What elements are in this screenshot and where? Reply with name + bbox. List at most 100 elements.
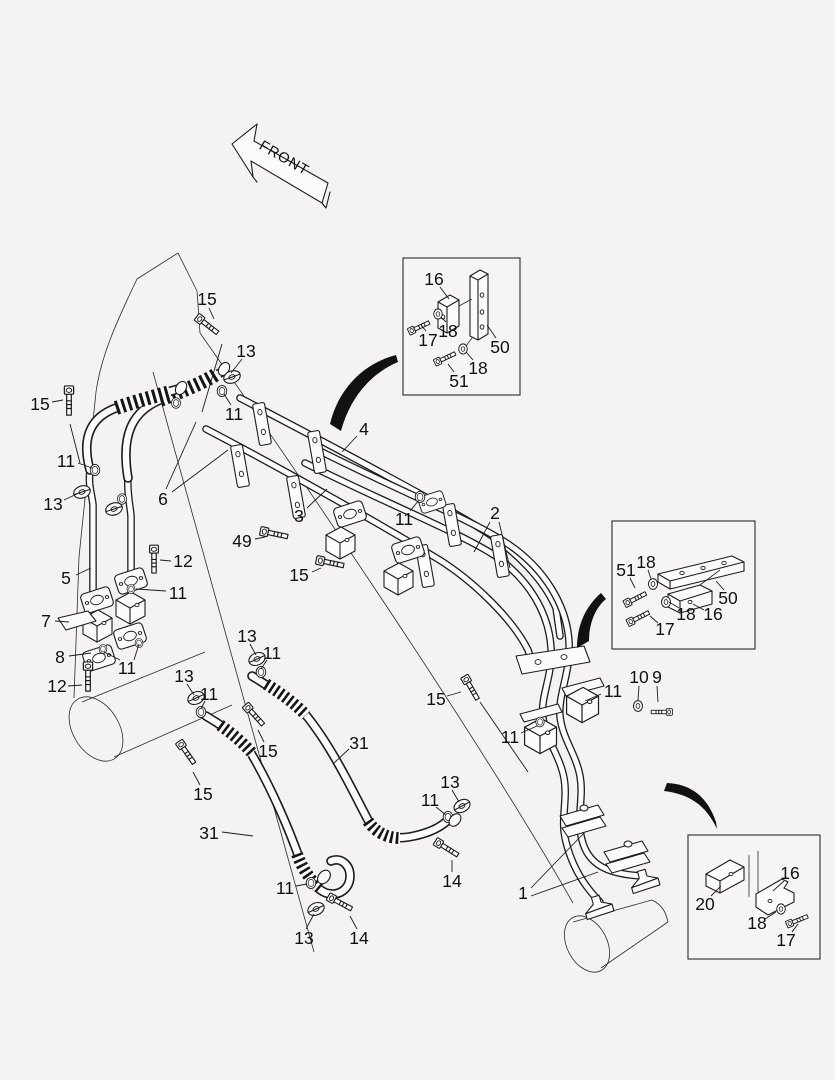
- leader-line: [440, 316, 447, 323]
- callout-11: 11: [169, 583, 187, 603]
- leader-line: [135, 588, 167, 592]
- leader-line: [305, 913, 315, 930]
- leader-line: [208, 307, 215, 320]
- callout-51: 51: [449, 371, 468, 391]
- callout-16: 16: [780, 863, 799, 883]
- callout-5: 5: [61, 568, 71, 588]
- callout-15: 15: [193, 784, 212, 804]
- callout-13: 13: [440, 772, 459, 792]
- leader-line: [629, 577, 636, 589]
- callout-11: 11: [604, 681, 622, 701]
- leader-line: [473, 521, 491, 553]
- leader-line: [133, 643, 140, 661]
- leader-line: [68, 652, 92, 657]
- leader-line: [249, 643, 257, 656]
- callout-11: 11: [276, 878, 294, 898]
- callout-11: 11: [263, 643, 281, 663]
- callout-15: 15: [426, 689, 445, 709]
- leader-line: [584, 693, 602, 702]
- leader-line: [159, 559, 172, 562]
- callout-11: 11: [118, 658, 136, 678]
- leader-line: [349, 915, 358, 930]
- callout-51: 51: [616, 560, 635, 580]
- leader-line: [311, 567, 322, 573]
- callout-11: 11: [501, 727, 519, 747]
- leader-line: [257, 729, 265, 743]
- leader-line: [465, 351, 474, 361]
- leader-line: [306, 488, 328, 509]
- leader-line: [420, 324, 427, 332]
- leader-line: [223, 393, 232, 406]
- callout-17: 17: [655, 619, 674, 639]
- callout-3: 3: [294, 506, 304, 526]
- callout-12: 12: [173, 551, 192, 571]
- callout-20: 20: [695, 894, 715, 914]
- callout-15: 15: [289, 565, 308, 585]
- callout-50: 50: [490, 337, 510, 357]
- leader-line: [254, 536, 266, 540]
- callout-6: 6: [158, 489, 168, 509]
- leader-line: [200, 700, 206, 710]
- curved-arrow-icon: [664, 783, 717, 829]
- curved-arrow-icon: [330, 355, 398, 431]
- curved-arrows: [330, 355, 717, 829]
- callout-8: 8: [55, 647, 65, 667]
- leader-line: [103, 651, 121, 661]
- leader-line: [54, 620, 70, 623]
- leader-line: [75, 567, 92, 576]
- leader-line: [447, 363, 455, 373]
- leader-line: [230, 358, 243, 374]
- callout-17: 17: [418, 330, 437, 350]
- callout-11: 11: [200, 684, 218, 704]
- callout-13: 13: [236, 341, 255, 361]
- callout-11: 11: [421, 790, 439, 810]
- leader-line: [295, 883, 308, 887]
- callout-18: 18: [468, 358, 487, 378]
- callout-7: 7: [41, 611, 51, 631]
- callout-31: 31: [349, 733, 368, 753]
- fittings: [71, 361, 643, 919]
- callout-13: 13: [294, 928, 313, 948]
- leader-line: [668, 601, 680, 609]
- callout-13: 13: [237, 626, 256, 646]
- leader-line: [772, 880, 785, 892]
- leader-line: [530, 832, 585, 889]
- leader-line: [530, 871, 599, 897]
- leader-line: [51, 399, 64, 403]
- curved-arrow-icon: [577, 593, 606, 648]
- leader-line: [637, 685, 640, 701]
- callout-9: 9: [652, 667, 662, 687]
- callout-16: 16: [703, 604, 722, 624]
- leader-line: [439, 286, 450, 300]
- callout-16: 16: [424, 269, 443, 289]
- leader-line: [186, 683, 195, 696]
- leader-line: [63, 492, 80, 501]
- leader-line: [435, 806, 447, 816]
- hydraulic-hoses: [81, 367, 453, 899]
- leader-line: [486, 324, 497, 339]
- leader-line: [165, 421, 197, 490]
- leader-line: [341, 435, 358, 453]
- leader-line: [710, 885, 722, 897]
- leader-line: [69, 423, 81, 464]
- callout-11: 11: [225, 404, 243, 424]
- callout-15: 15: [197, 289, 216, 309]
- leader-line: [647, 569, 652, 580]
- leader-line: [67, 684, 83, 687]
- detail-box-lower: [687, 834, 821, 960]
- pipe-brackets: [229, 401, 661, 921]
- callout-15: 15: [30, 394, 49, 414]
- detail-box-middle: [611, 520, 756, 650]
- front-direction-arrow: FRONT: [231, 123, 331, 209]
- leader-line: [446, 691, 462, 697]
- callout-15: 15: [258, 741, 277, 761]
- leader-line: [451, 789, 460, 803]
- leader-line: [715, 580, 725, 591]
- callout-18: 18: [438, 321, 457, 341]
- leader-line: [77, 462, 93, 469]
- leader-line: [498, 521, 511, 569]
- leader-line: [656, 685, 659, 703]
- leader-line: [649, 615, 659, 624]
